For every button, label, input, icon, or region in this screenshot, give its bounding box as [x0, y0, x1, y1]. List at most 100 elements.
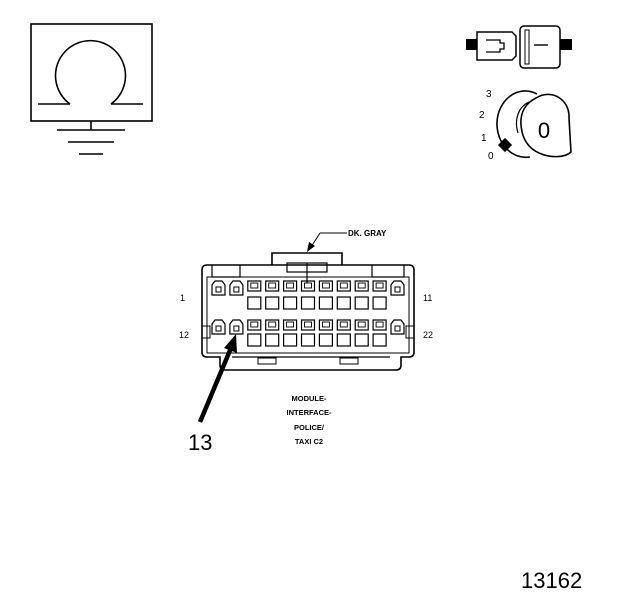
connector-inner-frame — [206, 276, 410, 354]
ignition-position-1: 1 — [481, 133, 487, 144]
cavity-lower-bottom-5 — [283, 333, 298, 347]
connector-color-label: DK. GRAY — [348, 229, 387, 238]
cavity-clip-bottom-2 — [229, 319, 244, 335]
cavity-clip-bottom-11 — [390, 319, 405, 335]
cavity-clip-window-top-1 — [215, 286, 222, 293]
cavity-lower-bottom-4 — [265, 333, 280, 347]
cavity-lower-bottom-3 — [247, 333, 262, 347]
cavity-lower-bottom-6 — [300, 333, 316, 347]
cavity-lower-top-6 — [300, 296, 316, 310]
connector-housing — [201, 264, 415, 371]
cavity-clip-top-1 — [211, 280, 226, 296]
cavity-upper-bottom-7 — [318, 319, 333, 331]
color-label-group: DK. GRAY — [307, 229, 387, 252]
cavity-upper-inner-top-5 — [286, 282, 295, 289]
omega-arc — [54, 39, 127, 105]
cavity-lower-bottom-8 — [336, 333, 351, 347]
color-leader-arrowhead — [307, 242, 315, 252]
ignition-switch-icon: 3 2 1 0 0 — [479, 89, 572, 162]
cavity-upper-top-8 — [336, 280, 351, 292]
cavity-upper-top-4 — [265, 280, 280, 292]
cavity-upper-inner-top-4 — [268, 282, 277, 289]
cavity-upper-top-5 — [283, 280, 298, 292]
cavity-upper-bottom-8 — [336, 319, 351, 331]
cavity-lower-top-10 — [372, 296, 387, 310]
ignition-key-label: 0 — [538, 118, 550, 143]
cavity-clip-top-2 — [229, 280, 244, 296]
cavity-upper-bottom-4 — [265, 319, 280, 331]
cavity-lower-bottom-10 — [372, 333, 387, 347]
cavity-upper-inner-bottom-5 — [286, 321, 295, 328]
cavity-clip-window-bottom-11 — [394, 325, 401, 332]
cavity-lower-top-3 — [247, 296, 262, 310]
connector-rib-left — [211, 265, 241, 278]
disconnect-wire-left — [466, 39, 477, 50]
connector-name-line-2: INTERFACE- — [287, 408, 333, 417]
cavity-upper-inner-bottom-4 — [268, 321, 277, 328]
ignition-position-2: 2 — [479, 110, 485, 121]
ohmmeter-icon — [30, 23, 153, 155]
cavity-upper-top-10 — [372, 280, 387, 292]
callout-arrow-shaft — [197, 347, 234, 423]
cavity-upper-top-7 — [318, 280, 333, 292]
cavity-upper-inner-bottom-10 — [375, 321, 384, 328]
cavity-upper-inner-bottom-7 — [321, 321, 330, 328]
connector-side-notch-left — [202, 325, 211, 339]
cavity-upper-top-6 — [300, 280, 316, 292]
connector-bottom-key-left — [257, 357, 277, 365]
ignition-key-head — [520, 93, 572, 158]
cavity-lower-top-4 — [265, 296, 280, 310]
cavity-upper-bottom-9 — [354, 319, 369, 331]
cavity-lower-top-5 — [283, 296, 298, 310]
connector-name: MODULE- INTERFACE- POLICE/ TAXI C2 — [287, 394, 333, 446]
cavity-upper-top-9 — [354, 280, 369, 292]
disconnect-connector-icon — [466, 25, 572, 69]
connector-face — [201, 252, 415, 371]
connector-name-line-4: TAXI C2 — [295, 437, 323, 446]
cavity-clip-window-bottom-2 — [233, 325, 240, 332]
cavity-clip-window-bottom-1 — [215, 325, 222, 332]
female-ridge — [524, 29, 530, 65]
cavity-lower-bottom-7 — [318, 333, 333, 347]
disconnect-wire-right — [560, 39, 572, 50]
female-half — [519, 25, 561, 69]
cavity-lower-top-9 — [354, 296, 369, 310]
ohmmeter-box — [30, 23, 153, 122]
cavity-upper-inner-top-9 — [357, 282, 366, 289]
cavity-upper-inner-top-7 — [321, 282, 330, 289]
pin-label-12: 12 — [179, 330, 189, 340]
ignition-position-3: 3 — [486, 89, 492, 100]
cavity-upper-inner-top-10 — [375, 282, 384, 289]
callout-number: 13 — [188, 430, 212, 455]
cavity-upper-inner-bottom-9 — [357, 321, 366, 328]
cavity-lower-bottom-9 — [354, 333, 369, 347]
cavity-upper-bottom-10 — [372, 319, 387, 331]
cavity-upper-inner-top-3 — [250, 282, 259, 289]
cavity-clip-window-top-11 — [394, 286, 401, 293]
cavity-upper-inner-top-6 — [304, 282, 312, 289]
callout-arrow — [197, 334, 237, 423]
cavity-upper-bottom-3 — [247, 319, 262, 331]
pin-label-1: 1 — [180, 293, 185, 303]
male-half — [476, 31, 517, 61]
male-pin — [486, 39, 505, 53]
connector-side-notch-right — [405, 325, 414, 339]
connector-name-line-1: MODULE- — [292, 394, 327, 403]
cavity-upper-inner-bottom-6 — [304, 321, 312, 328]
connector-rib-right — [371, 265, 405, 278]
figure-number: 13162 — [521, 568, 582, 593]
cavity-upper-top-3 — [247, 280, 262, 292]
ignition-cylinder-outline — [496, 90, 538, 159]
callout-arrowhead — [224, 334, 237, 353]
cavity-upper-bottom-6 — [300, 319, 316, 331]
connector-name-line-3: POLICE/ — [294, 423, 325, 432]
ignition-cylinder-inner — [515, 101, 530, 134]
cavity-clip-top-11 — [390, 280, 405, 296]
cavity-upper-inner-bottom-3 — [250, 321, 259, 328]
cavity-upper-bottom-5 — [283, 319, 298, 331]
ignition-position-marker — [497, 137, 513, 153]
connector-latch — [271, 252, 343, 265]
cavity-clip-bottom-1 — [211, 319, 226, 335]
ignition-position-0: 0 — [488, 151, 494, 162]
